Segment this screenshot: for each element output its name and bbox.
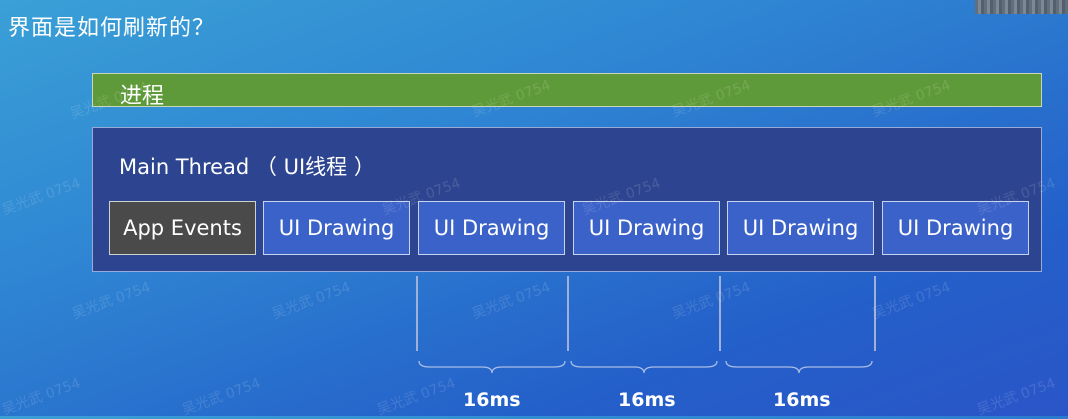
process-bar: 进程 [92, 73, 1042, 109]
slide-title: 界面是如何刷新的？ [8, 16, 216, 41]
ui-drawing-block: UI Drawing [573, 201, 720, 255]
interval-label: 16ms [618, 389, 676, 411]
app-events-block: App Events [109, 201, 256, 255]
ui-drawing-block: UI Drawing [727, 201, 874, 255]
interval-brace [725, 360, 873, 374]
watermark: 吴光武 0754 [375, 375, 458, 419]
interval-brace [570, 360, 718, 374]
watermark: 吴光武 0754 [870, 279, 953, 323]
watermark: 吴光武 0754 [270, 279, 353, 323]
watermark: 吴光武 0754 [70, 279, 153, 323]
watermark: 吴光武 0754 [670, 279, 753, 323]
frame-boundary-line [874, 276, 876, 351]
process-label: 进程 [120, 84, 165, 109]
watermark: 吴光武 0754 [180, 375, 263, 419]
watermark: 吴光武 0754 [470, 279, 553, 323]
interval-label: 16ms [773, 389, 831, 411]
interval-brace [418, 360, 566, 374]
main-thread-panel: Main Thread （ UI线程 ） App Events UI Drawi… [92, 127, 1042, 272]
main-thread-label: Main Thread （ UI线程 ） [119, 155, 375, 179]
watermark: 吴光武 0754 [0, 175, 83, 219]
interval-label: 16ms [463, 389, 521, 411]
watermark: 吴光武 0754 [975, 375, 1058, 419]
frame-boundary-line [567, 276, 569, 351]
frame-boundary-line [719, 276, 721, 351]
ui-drawing-block: UI Drawing [418, 201, 565, 255]
frame-boundary-line [416, 276, 418, 351]
ui-drawing-block: UI Drawing [263, 201, 410, 255]
watermark: 吴光武 0754 [0, 375, 83, 419]
ui-drawing-block: UI Drawing [882, 201, 1029, 255]
corner-thumbnail [975, 0, 1068, 14]
